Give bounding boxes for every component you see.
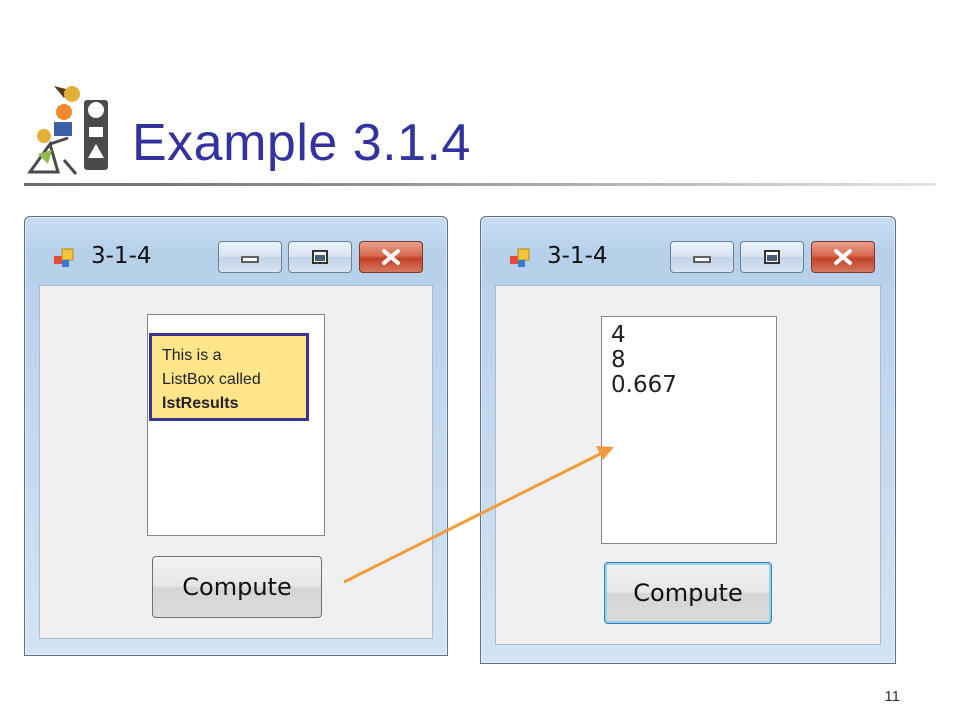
form-window-before: 3-1-4 Compute [24, 216, 448, 656]
results-listbox[interactable]: 4 8 0.667 [601, 316, 777, 544]
callout-line: ListBox called [162, 371, 261, 388]
form-window-after: 3-1-4 4 8 0.667 Compute [480, 216, 896, 664]
close-icon [834, 249, 852, 265]
listbox-callout: This is a ListBox called lstResults [149, 333, 309, 421]
window-title: 3-1-4 [91, 243, 152, 269]
list-item[interactable]: 4 [611, 322, 626, 348]
maximize-button[interactable] [740, 241, 804, 273]
maximize-icon [764, 250, 780, 264]
callout-control-name: lstResults [162, 395, 239, 412]
page-number: 11 [884, 688, 900, 705]
form-app-icon [54, 248, 74, 267]
list-item[interactable]: 8 [611, 347, 626, 373]
maximize-icon [312, 250, 328, 264]
close-icon [382, 249, 400, 265]
close-button[interactable] [359, 241, 423, 273]
slide-title: Example 3.1.4 [132, 114, 471, 172]
minimize-icon [693, 256, 711, 263]
title-divider [24, 183, 936, 186]
compute-button[interactable]: Compute [152, 556, 322, 618]
callout-line: This is a [162, 347, 222, 364]
maximize-button[interactable] [288, 241, 352, 273]
minimize-button[interactable] [218, 241, 282, 273]
close-button[interactable] [811, 241, 875, 273]
window-title: 3-1-4 [547, 243, 608, 269]
minimize-icon [241, 256, 259, 263]
list-item[interactable]: 0.667 [611, 372, 677, 398]
minimize-button[interactable] [670, 241, 734, 273]
compute-button[interactable]: Compute [604, 562, 772, 624]
form-app-icon [510, 248, 530, 267]
presentation-logo-icon [27, 86, 108, 175]
form-client-area: 4 8 0.667 Compute [495, 285, 881, 645]
